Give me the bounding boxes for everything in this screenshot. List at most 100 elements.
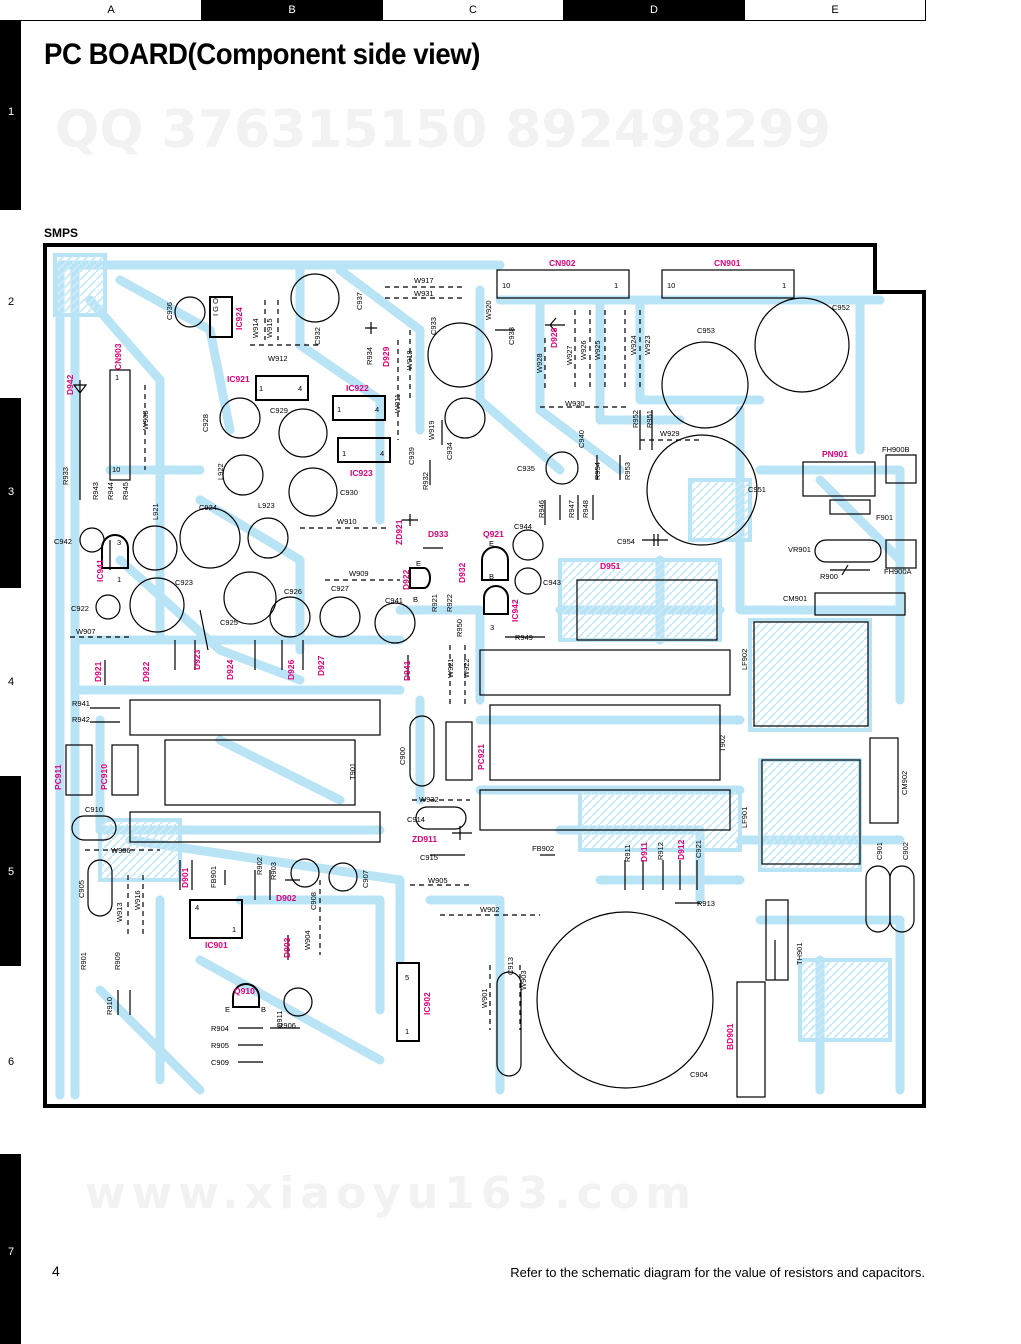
svg-text:E: E — [489, 539, 494, 548]
svg-text:W931: W931 — [414, 289, 434, 298]
svg-text:1: 1 — [337, 405, 341, 414]
svg-text:D921: D921 — [93, 661, 103, 682]
svg-text:VR901: VR901 — [788, 545, 811, 554]
svg-text:CM901: CM901 — [783, 594, 807, 603]
svg-text:D922: D922 — [141, 661, 151, 682]
svg-text:W930: W930 — [565, 399, 585, 408]
fh900a-body — [885, 539, 917, 569]
svg-text:I G O: I G O — [211, 298, 220, 316]
svg-text:T901: T901 — [348, 763, 357, 780]
row-label: 1 — [8, 106, 15, 118]
svg-text:3: 3 — [490, 623, 494, 632]
svg-text:D929: D929 — [381, 346, 391, 367]
svg-text:E: E — [225, 1005, 230, 1014]
svg-text:C934: C934 — [445, 442, 454, 460]
svg-text:C937: C937 — [355, 292, 364, 310]
svg-text:D927: D927 — [316, 655, 326, 676]
svg-text:R953: R953 — [623, 462, 632, 480]
svg-text:W920: W920 — [484, 300, 493, 320]
svg-text:W903: W903 — [519, 970, 528, 990]
capacitors-film — [71, 539, 915, 1077]
small-components — [72, 317, 870, 1063]
svg-text:W921: W921 — [446, 658, 455, 678]
svg-text:D941: D941 — [402, 660, 412, 681]
svg-text:E: E — [416, 559, 421, 568]
row-label: 6 — [8, 1056, 15, 1068]
svg-text:D911: D911 — [639, 842, 649, 862]
svg-text:T902: T902 — [718, 735, 727, 752]
watermark-text: QQ 376315150 892498299 — [55, 100, 831, 160]
svg-text:C910: C910 — [85, 805, 103, 814]
svg-text:IC942: IC942 — [510, 599, 520, 622]
svg-text:1: 1 — [614, 281, 618, 290]
svg-text:W916: W916 — [133, 890, 142, 910]
watermark-text: www.xiaoyu163.com — [85, 1168, 697, 1219]
svg-text:W917: W917 — [414, 276, 434, 285]
svg-text:W925: W925 — [593, 340, 602, 360]
svg-text:R952: R952 — [631, 410, 640, 428]
svg-text:C905: C905 — [77, 880, 86, 898]
svg-text:W901: W901 — [480, 988, 489, 1008]
cn903-body — [109, 369, 131, 481]
svg-text:C915: C915 — [420, 853, 438, 862]
svg-text:R904: R904 — [211, 1024, 229, 1033]
svg-text:CN902: CN902 — [549, 258, 576, 268]
svg-text:R903: R903 — [269, 862, 278, 880]
svg-text:C902: C902 — [901, 842, 910, 860]
svg-text:PC911: PC911 — [53, 764, 63, 790]
svg-text:5: 5 — [405, 973, 409, 982]
svg-text:Q921: Q921 — [483, 529, 504, 539]
svg-text:1: 1 — [117, 575, 121, 584]
svg-text:R947: R947 — [567, 500, 576, 518]
row-index-bar: 1 2 3 4 5 6 7 — [0, 20, 21, 1344]
svg-text:D928: D928 — [549, 327, 559, 348]
svg-text:IC924: IC924 — [234, 307, 244, 330]
svg-text:1: 1 — [405, 1027, 409, 1036]
svg-text:W915: W915 — [265, 318, 274, 338]
svg-text:Q910: Q910 — [234, 986, 255, 996]
fh900b-body — [885, 454, 917, 484]
svg-text:BD901: BD901 — [725, 1023, 735, 1050]
svg-text:D951: D951 — [600, 561, 621, 571]
svg-text:FH900A: FH900A — [884, 567, 912, 576]
column-label: D — [564, 0, 745, 20]
svg-text:C914: C914 — [407, 815, 425, 824]
svg-text:1: 1 — [232, 925, 236, 934]
svg-text:C913: C913 — [506, 957, 515, 975]
svg-text:C904: C904 — [690, 1070, 708, 1079]
svg-text:C922: C922 — [71, 604, 89, 613]
row-label: 2 — [8, 296, 15, 308]
svg-text:C928: C928 — [201, 414, 210, 432]
svg-text:C925: C925 — [220, 618, 238, 627]
svg-text:R944: R944 — [106, 482, 115, 500]
svg-text:C909: C909 — [211, 1058, 229, 1067]
svg-text:C924: C924 — [199, 503, 217, 512]
svg-text:IC902: IC902 — [422, 992, 432, 1015]
svg-text:D932: D932 — [457, 562, 467, 583]
column-label: B — [202, 0, 383, 20]
svg-text:C930: C930 — [340, 488, 358, 497]
svg-text:W902: W902 — [480, 905, 500, 914]
svg-text:W912: W912 — [268, 354, 288, 363]
cn902-body — [496, 269, 630, 299]
page-title: PC BOARD(Component side view) — [44, 38, 480, 71]
svg-text:C936: C936 — [165, 302, 174, 320]
svg-text:W926: W926 — [579, 340, 588, 360]
svg-text:4: 4 — [375, 405, 379, 414]
svg-text:W919: W919 — [427, 420, 436, 440]
svg-text:C953: C953 — [697, 326, 715, 335]
svg-text:B: B — [413, 595, 418, 604]
svg-text:C939: C939 — [407, 447, 416, 465]
svg-text:W904: W904 — [303, 930, 312, 950]
svg-text:LF902: LF902 — [740, 649, 749, 670]
silkscreen-labels-vertical: C936 W914 W915 C932 C937 R934 W918 C933 … — [61, 292, 910, 1028]
svg-text:D942: D942 — [65, 374, 75, 395]
svg-text:L923: L923 — [258, 501, 275, 510]
svg-text:W909: W909 — [349, 569, 369, 578]
section-label: SMPS — [44, 226, 79, 240]
svg-text:4: 4 — [298, 384, 302, 393]
column-label: C — [383, 0, 564, 20]
svg-text:C921: C921 — [694, 840, 703, 858]
svg-text:C926: C926 — [284, 587, 302, 596]
svg-text:R945: R945 — [121, 482, 130, 500]
